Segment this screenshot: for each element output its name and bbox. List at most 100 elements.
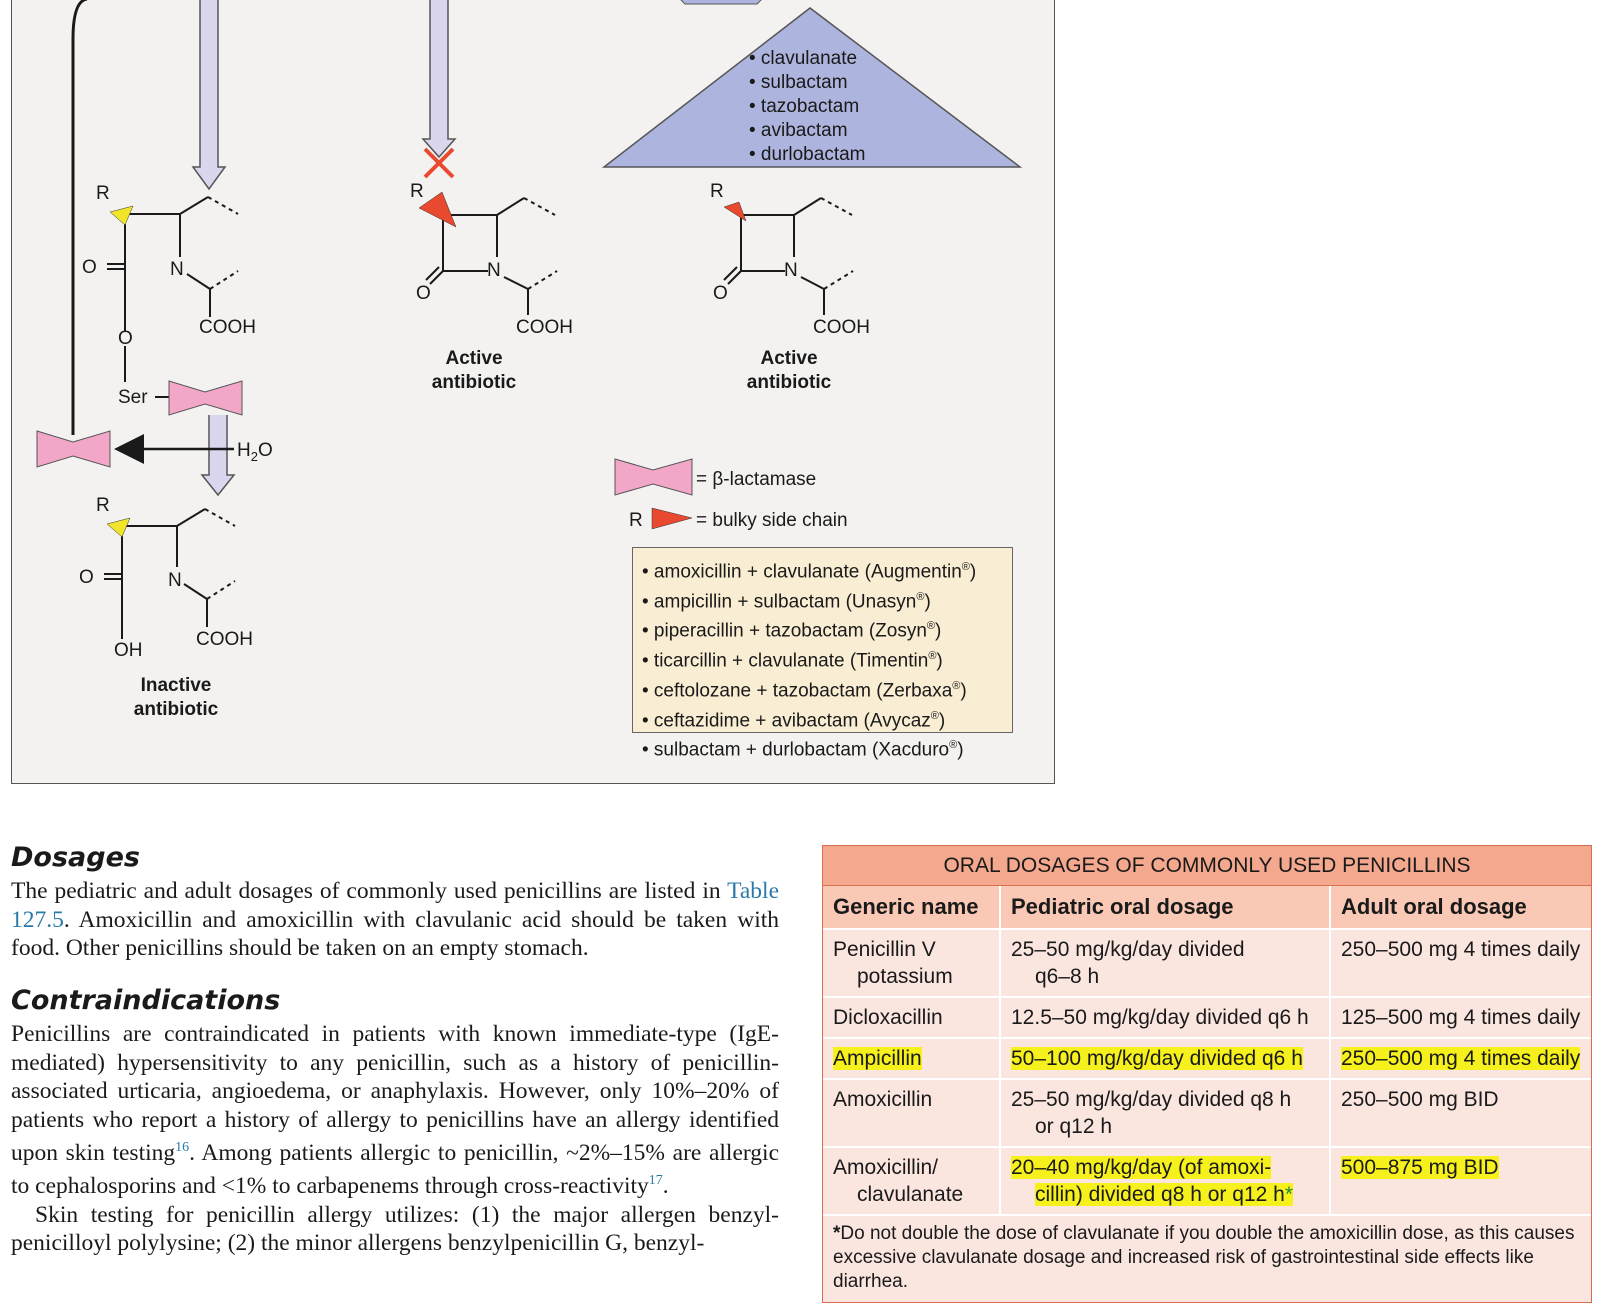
active-structure-1 bbox=[425, 197, 558, 315]
combination-item: • ceftazidime + avibactam (Avycaz®) bbox=[642, 709, 946, 731]
active-label: antibiotic bbox=[432, 372, 517, 393]
figure-panel: • clavulanate • sulbactam • tazobactam •… bbox=[11, 0, 1055, 784]
side-chain-yellow bbox=[106, 517, 131, 538]
combination-item: • ampicillin + sulbactam (Unasyn®) bbox=[642, 590, 931, 613]
skin-testing-paragraph: Skin testing for penicillin allergy util… bbox=[11, 1201, 779, 1257]
table-row: Amoxicillin/clavulanate 20–40 mg/kg/day … bbox=[823, 1147, 1591, 1216]
table-footnote: *Do not double the dose of clavulanate i… bbox=[833, 1223, 1575, 1292]
return-arrow-line bbox=[71, 0, 88, 435]
combination-list: • amoxicillin + clavulanate (Augmentin®)… bbox=[632, 547, 1013, 761]
o-label: O bbox=[79, 567, 94, 588]
adult-dosage-cell: 250–500 mg 4 times daily bbox=[1330, 1038, 1591, 1080]
pediatric-dosage-cell: 12.5–50 mg/kg/day divided q6 h bbox=[1000, 997, 1331, 1039]
reference-link[interactable]: 16 bbox=[175, 1140, 190, 1155]
r-label: R bbox=[96, 495, 110, 516]
contraindications-section: Contraindications Penicillins are contra… bbox=[11, 985, 779, 1258]
legend-beta-lactamase-icon bbox=[614, 458, 693, 496]
r-label: R bbox=[96, 183, 110, 204]
n-label: N bbox=[170, 259, 184, 280]
cooh-label: COOH bbox=[516, 317, 573, 338]
side-chain-red-small bbox=[723, 201, 747, 222]
legend-side-chain-label: = bulky side chain bbox=[696, 510, 848, 531]
n-label: N bbox=[487, 260, 501, 281]
cooh-label: COOH bbox=[813, 317, 870, 338]
combination-item: • sulbactam + durlobactam (Xacduro®) bbox=[642, 739, 964, 761]
legend-beta-lactamase-label: = β-lactamase bbox=[696, 469, 816, 490]
side-chain-yellow bbox=[109, 205, 134, 226]
column-header: Adult oral dosage bbox=[1330, 886, 1591, 930]
r-label: R bbox=[710, 181, 724, 202]
section-heading: Contraindications bbox=[11, 985, 281, 1016]
inhibitor-item: • durlobactam bbox=[749, 144, 866, 165]
down-arrow-3 bbox=[200, 415, 236, 497]
active-structure-2 bbox=[723, 197, 854, 315]
table-header-row: Generic name Pediatric oral dosage Adult… bbox=[823, 886, 1591, 930]
combination-item: • ceftolozane + tazobactam (Zerbaxa®) bbox=[642, 679, 967, 702]
o-label: O bbox=[118, 328, 133, 349]
generic-name-cell: Amoxicillin/clavulanate bbox=[823, 1147, 1001, 1216]
legend-side-chain-icon bbox=[651, 507, 693, 530]
inactive-label: antibiotic bbox=[134, 699, 219, 720]
dosages-section: Dosages The pediatric and adult dosages … bbox=[11, 842, 779, 963]
ser-label: Ser bbox=[118, 387, 148, 408]
combination-item: • amoxicillin + clavulanate (Augmentin®) bbox=[642, 561, 977, 583]
inhibitor-item: • avibactam bbox=[749, 120, 848, 141]
inactive-structure bbox=[104, 508, 236, 639]
generic-name-cell: Dicloxacillin bbox=[823, 997, 1001, 1039]
mechanism-diagram: • clavulanate • sulbactam • tazobactam •… bbox=[36, 0, 1023, 720]
table-row: Amoxicillin 25–50 mg/kg/day divided q8 h… bbox=[823, 1079, 1591, 1148]
down-arrow-1 bbox=[191, 0, 227, 191]
inhibitor-item: • tazobactam bbox=[749, 96, 859, 117]
pediatric-dosage-cell: 50–100 mg/kg/day divided q6 h bbox=[1000, 1038, 1331, 1080]
inhibitor-item: • sulbactam bbox=[749, 72, 848, 93]
active-label: antibiotic bbox=[747, 372, 832, 393]
side-chain-red bbox=[418, 191, 457, 228]
dosages-paragraph: The pediatric and adult dosages of commo… bbox=[11, 878, 779, 961]
reference-link[interactable]: 17 bbox=[648, 1173, 663, 1189]
combination-item: • ticarcillin + clavulanate (Timentin®) bbox=[642, 650, 943, 672]
beta-lactamase-icon bbox=[168, 380, 243, 416]
inhibitor-list: • clavulanate • sulbactam • tazobactam •… bbox=[749, 48, 866, 165]
inhibitor-triangle bbox=[601, 7, 1023, 168]
beta-lactamase-icon bbox=[36, 430, 111, 468]
n-label: N bbox=[168, 570, 182, 591]
legend-r-label: R bbox=[629, 510, 643, 531]
adult-dosage-cell: 250–500 mg BID bbox=[1330, 1079, 1591, 1148]
active-label: Active bbox=[445, 348, 502, 369]
table-title: ORAL DOSAGES OF COMMONLY USED PENICILLIN… bbox=[823, 846, 1591, 886]
o-label: O bbox=[416, 283, 431, 304]
adult-dosage-cell: 500–875 mg BID bbox=[1330, 1147, 1591, 1216]
o-label: O bbox=[82, 257, 97, 278]
table-row: Ampicillin 50–100 mg/kg/day divided q6 h… bbox=[823, 1038, 1591, 1080]
pediatric-dosage-cell: 20–40 mg/kg/day (of amoxi-cillin) divide… bbox=[1000, 1147, 1331, 1216]
inactive-label: Inactive bbox=[141, 675, 212, 696]
generic-name-cell: Amoxicillin bbox=[823, 1079, 1001, 1148]
combination-item: • piperacillin + tazobactam (Zosyn®) bbox=[642, 620, 942, 642]
dosage-table: ORAL DOSAGES OF COMMONLY USED PENICILLIN… bbox=[822, 845, 1592, 1303]
acyl-enzyme-structure bbox=[107, 196, 239, 398]
cooh-label: COOH bbox=[199, 317, 256, 338]
x-mark-icon bbox=[423, 147, 455, 179]
cooh-label: COOH bbox=[196, 629, 253, 650]
adult-dosage-cell: 125–500 mg 4 times daily bbox=[1330, 997, 1591, 1039]
active-label: Active bbox=[760, 348, 817, 369]
table-row: Dicloxacillin 12.5–50 mg/kg/day divided … bbox=[823, 997, 1591, 1039]
section-heading: Dosages bbox=[11, 842, 140, 873]
h2o-label: H2O bbox=[237, 440, 273, 464]
table-link[interactable]: Table 127.5 bbox=[11, 878, 779, 933]
r-label: R bbox=[410, 181, 424, 202]
column-header: Generic name bbox=[823, 886, 1001, 930]
contraindications-paragraph: Penicillins are contraindicated in patie… bbox=[11, 1021, 779, 1200]
n-label: N bbox=[784, 260, 798, 281]
column-header: Pediatric oral dosage bbox=[1000, 886, 1331, 930]
o-label: O bbox=[713, 283, 728, 304]
oh-label: OH bbox=[114, 640, 143, 661]
triangle-top-stub bbox=[680, 0, 762, 5]
adult-dosage-cell: 250–500 mg 4 times daily bbox=[1330, 929, 1591, 998]
down-arrow-2 bbox=[421, 0, 457, 159]
inhibitor-item: • clavulanate bbox=[749, 48, 857, 69]
